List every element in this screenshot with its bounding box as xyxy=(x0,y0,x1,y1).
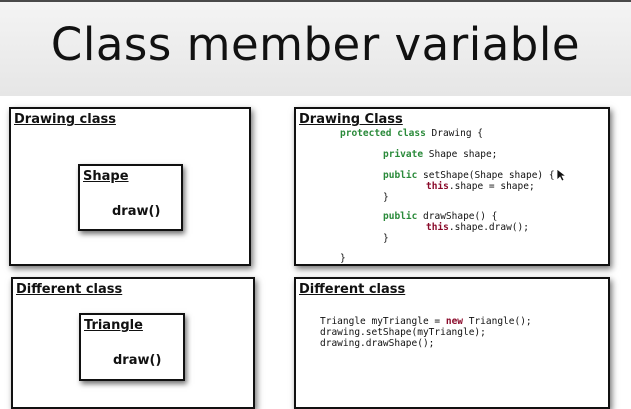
code-text: Triangle myTriangle = xyxy=(320,316,446,327)
drawing-class-code-panel: Drawing Class protected class Drawing { … xyxy=(294,107,610,266)
code-text: Drawing { xyxy=(425,128,483,139)
code-line-2: drawing.setShape(myTriangle); xyxy=(320,327,486,338)
different-class-panel-left: Different class Triangle draw() xyxy=(11,277,255,409)
code-line-4: this.shape = shape; xyxy=(426,181,535,192)
triangle-label: Triangle xyxy=(84,318,143,333)
code-text: drawing.setShape(myTriangle); xyxy=(320,327,486,338)
code-text: } xyxy=(383,192,389,203)
code-keyword: this xyxy=(426,222,449,233)
code-text: Triangle(); xyxy=(463,316,532,327)
code-text: setShape(Shape shape) { xyxy=(417,170,555,181)
code-keyword: this xyxy=(426,181,449,192)
code-line-9: } xyxy=(340,253,346,264)
code-text: Shape shape; xyxy=(423,149,498,160)
code-keyword: new xyxy=(445,316,464,327)
code-text: drawShape() { xyxy=(417,211,498,222)
code-line-7: this.shape.draw(); xyxy=(426,222,529,233)
code-line-8: } xyxy=(383,233,389,244)
code-text: .shape.draw(); xyxy=(448,222,529,233)
code-line-3: public setShape(Shape shape) { xyxy=(383,170,555,181)
different-class-code-panel: Different class Triangle myTriangle = ne… xyxy=(294,277,610,409)
mouse-cursor-icon xyxy=(556,168,566,182)
different-class-label-left: Different class xyxy=(16,282,123,297)
code-keyword: public xyxy=(383,211,418,222)
code-line-1: protected class Drawing { xyxy=(340,128,483,139)
code-line-6: public drawShape() { xyxy=(383,211,497,222)
triangle-draw-method: draw() xyxy=(113,353,162,368)
drawing-class-panel: Drawing class Shape draw() xyxy=(9,107,251,266)
shape-draw-method: draw() xyxy=(112,204,161,219)
different-class-code-label: Different class xyxy=(299,282,406,297)
code-text: } xyxy=(383,233,389,244)
code-text: } xyxy=(340,253,346,264)
shape-box: Shape draw() xyxy=(78,164,183,231)
code-text: .shape = shape; xyxy=(448,181,535,192)
drawing-class-label: Drawing class xyxy=(14,112,116,127)
code-line-2: private Shape shape; xyxy=(383,149,497,160)
code-line-3: drawing.drawShape(); xyxy=(320,338,434,349)
title-bar xyxy=(0,0,631,96)
slide-title: Class member variable xyxy=(50,18,581,71)
top-border xyxy=(0,0,631,2)
triangle-box: Triangle draw() xyxy=(79,313,185,381)
code-keyword: private xyxy=(383,149,424,160)
drawing-class-code-label: Drawing Class xyxy=(299,112,403,127)
code-keyword: protected class xyxy=(340,128,426,139)
code-line-1: Triangle myTriangle = new Triangle(); xyxy=(320,316,532,327)
code-text: drawing.drawShape(); xyxy=(320,338,435,349)
code-line-5: } xyxy=(383,192,389,203)
code-keyword: public xyxy=(383,170,418,181)
shape-label: Shape xyxy=(83,169,129,184)
